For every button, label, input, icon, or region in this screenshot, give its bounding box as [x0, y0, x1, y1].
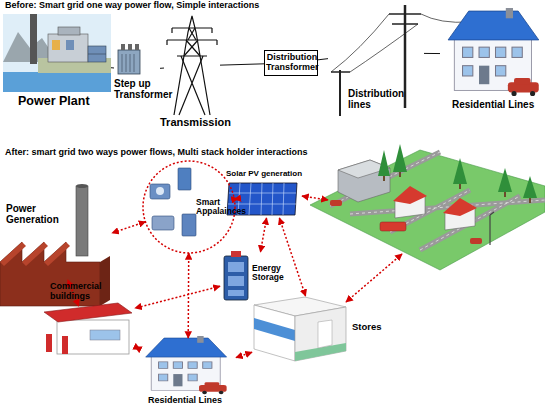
node-label: Stores [352, 322, 392, 332]
house-top [448, 8, 539, 96]
power-flow-arrow [279, 218, 305, 296]
commercial-building: Commercial buildings [35, 280, 135, 362]
town-link [346, 254, 402, 302]
smart-appliance-icons [150, 168, 196, 236]
house-bottom [146, 336, 227, 394]
node-label: Distribution lines [348, 88, 428, 110]
node-label: Power Generation [6, 203, 78, 225]
section-heading: After: smart grid two ways power flows, … [5, 148, 485, 158]
residential-house: Residential Lines [140, 338, 236, 410]
node-label: Residential Lines [148, 396, 243, 406]
node-label: Power Plant [18, 95, 113, 109]
energy-storage: Energy Storage [220, 252, 292, 302]
power-wire [318, 59, 328, 60]
node-label: Smart Appalainces [196, 198, 246, 217]
step-up-transformer: Step up Transformer [114, 42, 160, 98]
node-label: Solar PV generation [226, 170, 316, 179]
distribution-poles [331, 5, 470, 116]
node-label: Distribution Transformer [266, 53, 318, 73]
power-wire [160, 68, 164, 69]
step-up-transformer-art [118, 44, 140, 74]
power-wire [424, 53, 440, 54]
town-art [310, 144, 545, 270]
store-art [254, 297, 346, 361]
power-flow-arrow [135, 286, 220, 308]
power-flow-arrow [187, 253, 189, 338]
store: Stores [252, 296, 382, 364]
power-wire [111, 67, 114, 68]
power-flow-arrow [112, 222, 145, 233]
node-label: Residential Lines [452, 99, 544, 110]
transmission-tower [167, 16, 217, 115]
residential-house: Residential Lines [440, 8, 542, 100]
power-flow-arrow [135, 347, 140, 350]
transformer-box: Distribution Transformer [264, 50, 318, 76]
power-wire [220, 64, 264, 65]
transmission-tower: Transmission [164, 14, 220, 118]
node-label: Step up Transformer [114, 78, 180, 100]
node-label: Transmission [160, 116, 235, 128]
node-label: Commercial buildings [50, 282, 135, 302]
node-label: Energy Storage [252, 264, 297, 283]
smart-appliances-circle: Smart Appalainces [142, 160, 236, 254]
solar-pv: Solar PV generation [238, 168, 304, 218]
town-link [302, 196, 328, 200]
energy-storage-art [224, 251, 248, 300]
power-flow-arrow [260, 218, 266, 252]
commercial-building-art [44, 303, 132, 354]
distribution-lines: Distribution lines [328, 4, 424, 102]
power-plant: Power Plant [3, 14, 111, 112]
power-flow-arrow [236, 352, 252, 357]
section-heading: Before: Smart grid one way power flow, S… [5, 1, 485, 11]
power-plant-art [3, 14, 111, 92]
